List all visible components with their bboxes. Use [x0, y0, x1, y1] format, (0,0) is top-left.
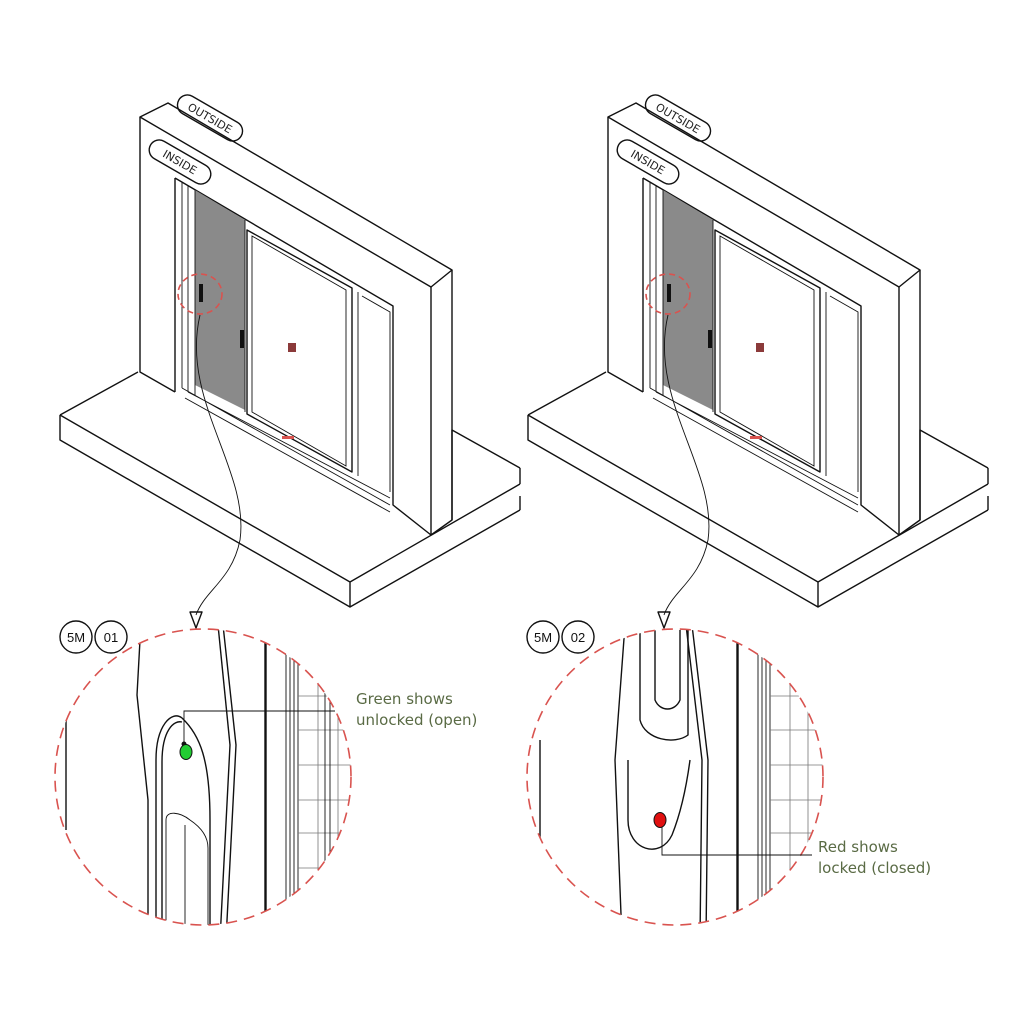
note-line-1: Red shows: [818, 838, 898, 856]
note-line-2: locked (closed): [818, 859, 931, 877]
detail-reference-tag: 5M 02: [526, 620, 595, 654]
reference-number: 01: [104, 630, 118, 645]
window-unit-open: OUTSIDE INSIDE: [59, 94, 521, 629]
leader-line: [195, 314, 242, 616]
note-line-2: unlocked (open): [356, 711, 477, 729]
note-line-1: Green shows: [356, 690, 453, 708]
detail-reference-tag: 5M 01: [59, 620, 128, 654]
leader-arrow-icon: [657, 611, 671, 629]
reference-number: 02: [571, 630, 585, 645]
inside-tag: INSIDE: [616, 139, 680, 185]
unlocked-indicator-green: [179, 744, 193, 760]
reference-sheet: 5M: [534, 630, 552, 645]
inside-tag: INSIDE: [148, 139, 212, 185]
window-unit-locked: OUTSIDE INSIDE: [527, 94, 989, 629]
leader-line: [663, 314, 710, 616]
locked-indicator-red: [653, 812, 667, 828]
detail-01: 5M 01 Green shows unlocked (open): [54, 620, 477, 926]
outside-tag: OUTSIDE: [644, 94, 712, 142]
reference-sheet: 5M: [67, 630, 85, 645]
outside-tag: OUTSIDE: [176, 94, 244, 142]
detail-02: 5M 02 Red shows locked (closed): [526, 620, 931, 926]
leader-arrow-icon: [189, 611, 203, 629]
